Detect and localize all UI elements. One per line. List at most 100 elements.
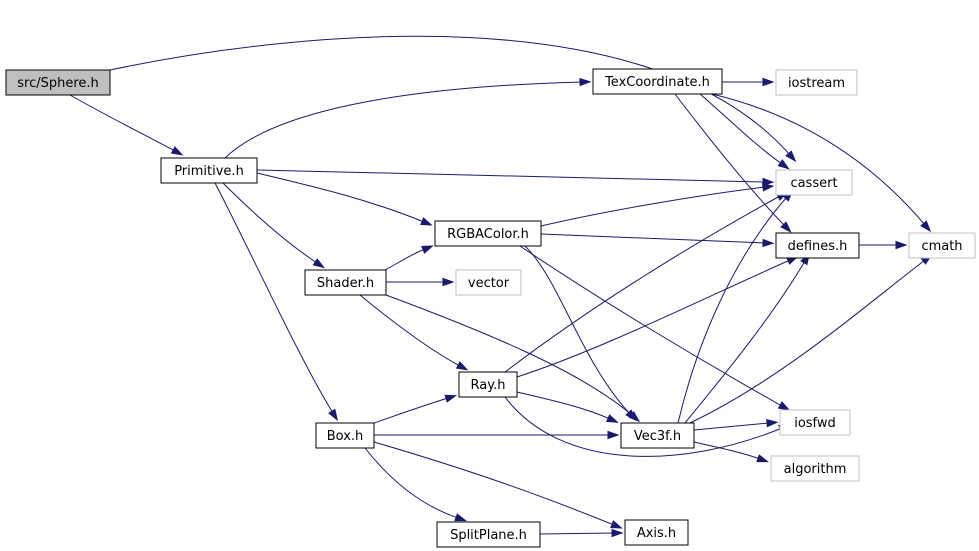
edge-texcoord-to-defines bbox=[674, 93, 792, 233]
edge-arrowhead bbox=[628, 411, 641, 423]
edge-rgbacolor-to-defines bbox=[540, 233, 775, 248]
node-texcoord[interactable]: TexCoordinate.h bbox=[592, 68, 723, 95]
edge-arrowhead bbox=[611, 528, 624, 538]
edge-arrowhead bbox=[785, 150, 797, 163]
node-label: algorithm bbox=[784, 462, 847, 477]
node-box bbox=[908, 232, 976, 259]
edge-line bbox=[539, 532, 615, 535]
edge-arrowhead bbox=[455, 361, 469, 371]
edge-rgbacolor-to-cassert bbox=[540, 183, 775, 227]
edge-box-to-splitplane bbox=[364, 447, 467, 522]
node-label: SplitPlane.h bbox=[450, 528, 527, 543]
edge-line bbox=[373, 397, 449, 424]
node-label: vector bbox=[468, 276, 510, 291]
edge-shader-to-vector bbox=[386, 277, 455, 287]
node-box bbox=[304, 269, 387, 296]
node-iostream: iostream bbox=[775, 69, 858, 96]
edge-line bbox=[109, 35, 791, 156]
node-box bbox=[775, 169, 853, 196]
edge-line bbox=[384, 248, 426, 271]
edge-line bbox=[674, 93, 786, 227]
edge-rgbacolor-to-vec3f bbox=[524, 245, 637, 422]
node-label: Box.h bbox=[327, 429, 364, 444]
node-sphere[interactable]: src/Sphere.h bbox=[5, 69, 111, 96]
node-box bbox=[624, 519, 689, 546]
edge-texcoord-to-cmath bbox=[711, 93, 932, 233]
node-iosfwd: iosfwd bbox=[779, 409, 851, 436]
node-box bbox=[775, 69, 858, 96]
node-label: cassert bbox=[790, 176, 837, 191]
edge-ray-to-cassert bbox=[504, 191, 789, 373]
edge-arrowhead bbox=[170, 146, 184, 156]
node-label: Primitive.h bbox=[174, 164, 244, 179]
edge-arrowhead bbox=[312, 258, 325, 269]
node-defines[interactable]: defines.h bbox=[775, 232, 860, 259]
edge-sphere-to-cassert bbox=[109, 35, 797, 163]
node-rgbacolor[interactable]: RGBAColor.h bbox=[434, 220, 542, 247]
node-box bbox=[775, 232, 860, 259]
node-box bbox=[592, 68, 723, 95]
edge-line bbox=[385, 294, 634, 417]
node-box bbox=[315, 422, 375, 449]
edge-arrowhead bbox=[762, 238, 775, 248]
edge-box-to-ray bbox=[373, 394, 458, 424]
edge-line bbox=[699, 93, 783, 165]
edge-arrowhead bbox=[895, 240, 908, 250]
node-axis[interactable]: Axis.h bbox=[624, 519, 689, 546]
edge-line bbox=[693, 441, 761, 460]
node-label: Axis.h bbox=[637, 526, 676, 541]
edge-arrowhead bbox=[420, 217, 433, 226]
edge-line bbox=[540, 233, 766, 244]
graph-edges bbox=[69, 35, 933, 538]
node-label: defines.h bbox=[788, 239, 848, 254]
edge-splitplane-to-axis bbox=[539, 528, 624, 538]
edge-line bbox=[364, 447, 459, 519]
edge-line bbox=[689, 259, 926, 424]
node-label: iostream bbox=[788, 76, 845, 91]
node-ray[interactable]: Ray.h bbox=[458, 371, 518, 398]
node-algorithm: algorithm bbox=[770, 455, 860, 482]
node-label: cmath bbox=[921, 239, 962, 254]
edge-shader-to-ray bbox=[359, 294, 469, 371]
node-box bbox=[779, 409, 851, 436]
edge-arrowhead bbox=[579, 77, 592, 87]
edge-vec3f-to-iosfwd bbox=[693, 419, 779, 431]
edge-line bbox=[516, 391, 611, 420]
edge-box-to-axis bbox=[373, 441, 623, 529]
node-label: Vec3f.h bbox=[634, 429, 681, 444]
edge-arrowhead bbox=[442, 277, 455, 287]
node-box bbox=[160, 157, 258, 184]
edge-sphere-to-primitive bbox=[69, 94, 184, 156]
edge-arrowhead bbox=[328, 408, 339, 422]
edge-arrowhead bbox=[762, 177, 775, 187]
node-splitplane[interactable]: SplitPlane.h bbox=[436, 521, 541, 548]
edge-line bbox=[693, 422, 770, 431]
edge-shader-to-vec3f bbox=[385, 294, 641, 423]
edge-texcoord-to-iostream bbox=[722, 77, 775, 87]
node-primitive[interactable]: Primitive.h bbox=[160, 157, 258, 184]
edge-arrowhead bbox=[607, 430, 620, 440]
edge-line bbox=[677, 196, 788, 424]
edge-vec3f-to-algorithm bbox=[693, 441, 769, 463]
edge-line bbox=[359, 294, 461, 367]
node-label: Shader.h bbox=[317, 276, 374, 291]
edge-arrowhead bbox=[606, 414, 619, 423]
node-box[interactable]: Box.h bbox=[315, 422, 375, 449]
edge-arrowhead bbox=[777, 159, 790, 170]
node-box bbox=[620, 422, 695, 449]
graph-nodes: src/Sphere.h TexCoordinate.h iostreamPrimi… bbox=[5, 68, 976, 548]
edge-line bbox=[256, 172, 425, 223]
node-cmath: cmath bbox=[908, 232, 976, 259]
edge-line bbox=[224, 81, 583, 159]
edge-line bbox=[504, 195, 781, 373]
node-shader[interactable]: Shader.h bbox=[304, 269, 387, 296]
edge-arrowhead bbox=[756, 454, 769, 463]
edge-rgbacolor-to-iosfwd bbox=[519, 245, 791, 411]
node-box bbox=[5, 69, 111, 96]
edge-line bbox=[373, 441, 615, 526]
node-vec3f[interactable]: Vec3f.h bbox=[620, 422, 695, 449]
edge-ray-to-vec3f bbox=[516, 391, 619, 423]
node-cassert: cassert bbox=[775, 169, 853, 196]
node-label: TexCoordinate.h bbox=[604, 75, 710, 90]
